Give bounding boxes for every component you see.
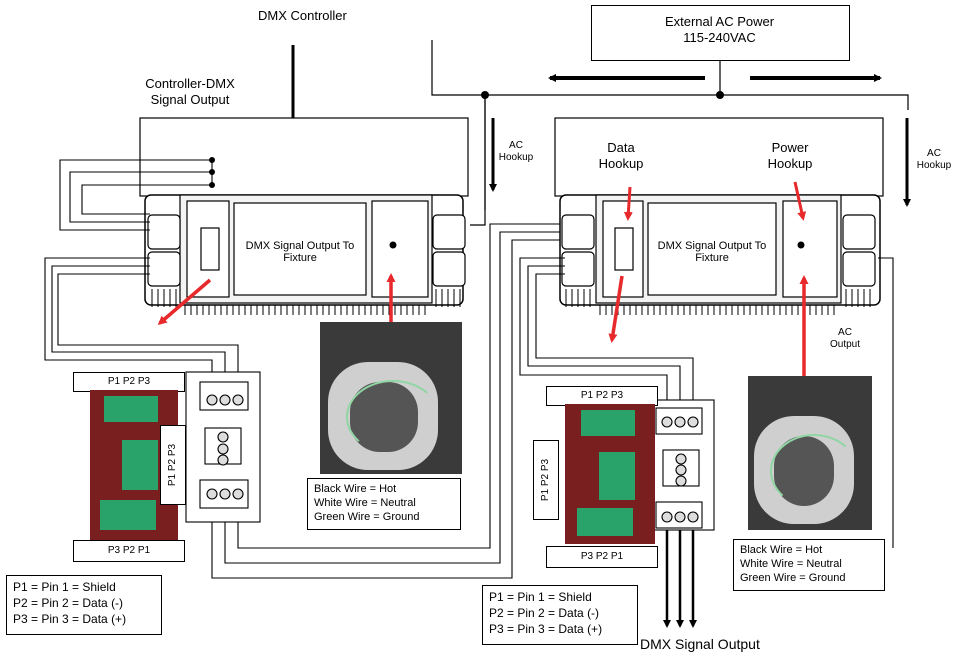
pcb-photo-right <box>565 404 655 544</box>
wire-legend-left-hot: Black Wire = Hot <box>314 483 397 495</box>
left-enclosure <box>139 117 469 306</box>
red-arrow-right-data <box>608 275 624 343</box>
dmx-controller-title: DMX Controller <box>258 8 347 23</box>
ac-output-label: AC Output <box>820 327 870 351</box>
ac-hookup-right-line2: Hookup <box>916 160 952 171</box>
pin-label-side-left-text: P1 P2 P3 <box>167 443 178 487</box>
data-hookup-line2: Hookup <box>598 156 644 171</box>
wire-legend-right-neutral: White Wire = Neutral <box>740 558 842 570</box>
wire-legend-left-neutral: White Wire = Neutral <box>314 497 416 509</box>
ac-hookup-right-line1: AC <box>927 148 941 159</box>
ac-hookup-left-label: AC Hookup <box>495 140 537 164</box>
external-power-title: External AC Power 115-240VAC <box>591 14 848 46</box>
right-terminal-block <box>647 399 715 531</box>
pin-legend-right: P1 = Pin 1 = Shield P2 = Pin 2 = Data (-… <box>482 585 638 645</box>
controller-output-line1: Controller-DMX <box>145 76 235 91</box>
pin-label-side-right-text: P1 P2 P3 <box>540 458 551 502</box>
red-arrow-power-hookup <box>793 181 807 221</box>
ac-output-line1: AC <box>838 327 852 338</box>
external-power-line1: External AC Power <box>664 14 775 29</box>
power-hookup-photo-left <box>320 322 462 474</box>
ac-output-line2: Output <box>829 339 861 350</box>
pin-legend-left-p1: P1 = Pin 1 = Shield <box>13 580 116 594</box>
wire-legend-left-ground: Green Wire = Ground <box>314 511 420 523</box>
ac-hookup-left-line1: AC <box>509 140 523 151</box>
data-hookup-label: Data Hookup <box>596 140 646 172</box>
left-data-wiring <box>44 159 560 579</box>
pin-legend-right-p2: P2 = Pin 2 = Data (-) <box>489 606 600 620</box>
controller-output-label: Controller-DMX Signal Output <box>120 76 260 108</box>
ac-power-bus <box>431 40 909 226</box>
red-arrow-left-data <box>157 278 212 325</box>
pin-label-side-left: P1 P2 P3 <box>160 425 186 505</box>
pin-label-top-right: P1 P2 P3 <box>546 386 658 406</box>
external-power-line2: 115-240VAC <box>683 30 756 45</box>
wire-legend-right-hot: Black Wire = Hot <box>740 544 823 556</box>
power-hookup-photo-right <box>748 376 872 530</box>
pin-label-side-right: P1 P2 P3 <box>533 440 559 520</box>
fixture-left-line1: DMX Signal Output To <box>245 240 355 252</box>
pcb-photo-left <box>90 390 178 540</box>
red-arrow-data-hookup <box>623 186 633 221</box>
fixture-right-line2: Fixture <box>695 252 729 264</box>
external-power-box <box>591 5 850 61</box>
data-hookup-line1: Data <box>607 140 635 155</box>
pin-label-bottom-left: P3 P2 P1 <box>73 540 185 562</box>
power-hookup-label: Power Hookup <box>760 140 820 172</box>
ac-hookup-right-label: AC Hookup <box>910 148 958 172</box>
wire-legend-right-ground: Green Wire = Ground <box>740 572 846 584</box>
ac-hookup-left-line2: Hookup <box>498 152 534 163</box>
fixture-left-line2: Fixture <box>283 252 317 264</box>
junction-dot <box>481 91 489 99</box>
pin-legend-right-p3: P3 = Pin 3 = Data (+) <box>489 622 603 636</box>
fixture-left-label: DMX Signal Output To Fixture <box>232 240 368 264</box>
wire-legend-right: Black Wire = Hot White Wire = Neutral Gr… <box>733 539 885 591</box>
pin-legend-left: P1 = Pin 1 = Shield P2 = Pin 2 = Data (-… <box>6 575 162 635</box>
right-data-wiring <box>519 257 894 548</box>
junction-dot <box>716 91 724 99</box>
right-enclosure <box>554 117 884 306</box>
dmx-signal-output-title: DMX Signal Output <box>640 636 760 652</box>
pin-legend-right-p1: P1 = Pin 1 = Shield <box>489 590 592 604</box>
pin-legend-left-p2: P2 = Pin 2 = Data (-) <box>13 596 124 610</box>
pin-label-top-left: P1 P2 P3 <box>73 372 185 392</box>
power-hookup-line1: Power <box>771 140 809 155</box>
pin-label-bottom-right: P3 P2 P1 <box>546 546 658 568</box>
left-terminal-block <box>185 371 261 523</box>
fixture-right-line1: DMX Signal Output To <box>657 240 767 252</box>
pin-legend-left-p3: P3 = Pin 3 = Data (+) <box>13 612 127 626</box>
power-hookup-line2: Hookup <box>767 156 813 171</box>
fixture-right-label: DMX Signal Output To Fixture <box>646 240 778 264</box>
controller-output-line2: Signal Output <box>150 92 230 107</box>
wire-legend-left: Black Wire = Hot White Wire = Neutral Gr… <box>307 478 461 530</box>
